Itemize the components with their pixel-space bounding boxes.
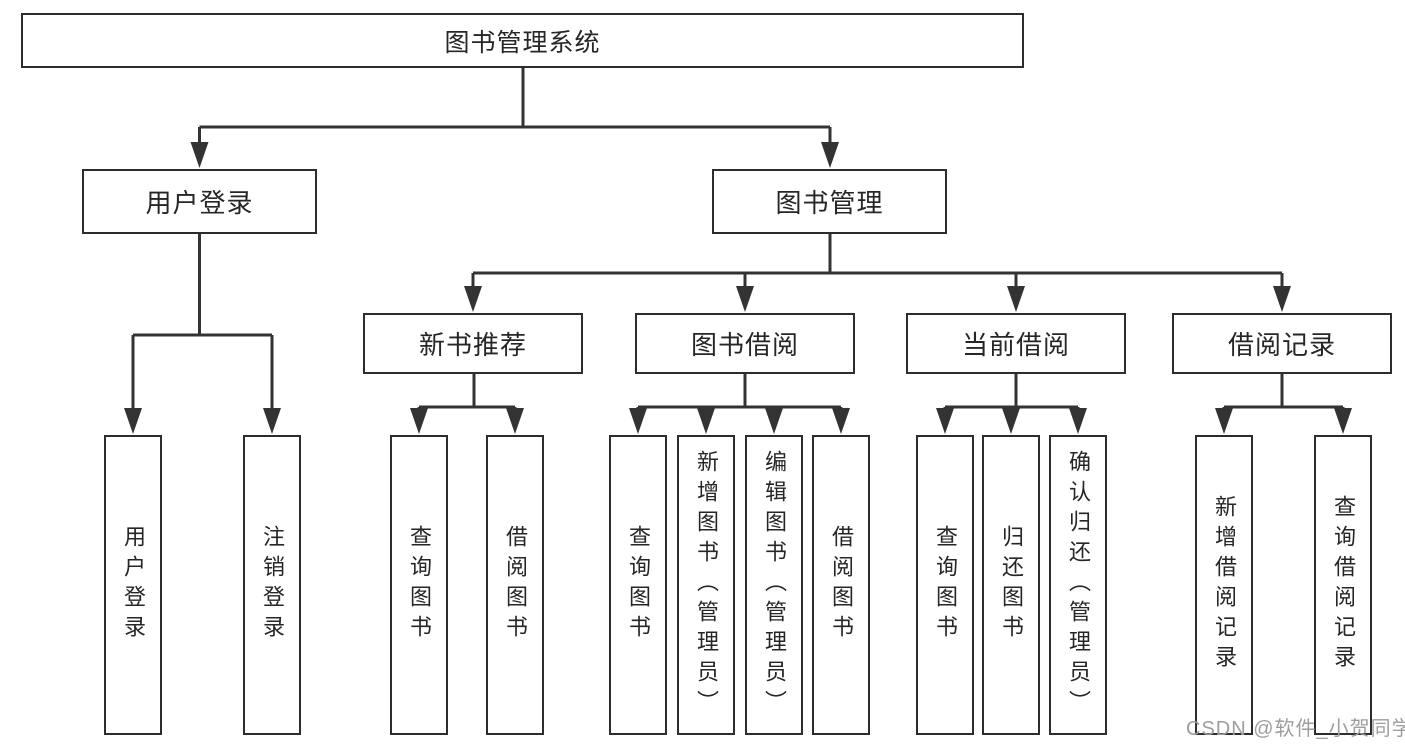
leaf-query-books-1: 查询图书 — [390, 435, 448, 735]
leaf-add-borrow-record: 新增借阅记录 — [1195, 435, 1253, 735]
node-user-login: 用户登录 — [82, 169, 317, 234]
leaf-query-borrow-record: 查询借阅记录 — [1314, 435, 1372, 735]
leaf-confirm-return-admin: 确认归还（管理员） — [1049, 435, 1107, 735]
arrowheads — [124, 142, 1352, 434]
leaf-borrow-books-2: 借阅图书 — [812, 435, 870, 735]
node-current-borrow: 当前借阅 — [906, 313, 1126, 374]
leaf-edit-book-admin: 编辑图书（管理员） — [745, 435, 803, 735]
leaf-query-books-3: 查询图书 — [916, 435, 974, 735]
leaf-return-book: 归还图书 — [982, 435, 1040, 735]
node-book-management: 图书管理 — [712, 169, 947, 234]
csdn-watermark: CSDN @软件_小贺同学 — [1186, 718, 1405, 740]
node-root: 图书管理系统 — [21, 13, 1024, 68]
leaf-user-login: 用户登录 — [104, 435, 162, 735]
leaf-query-books-2: 查询图书 — [609, 435, 667, 735]
leaf-logout: 注销登录 — [243, 435, 301, 735]
node-borrow-records: 借阅记录 — [1172, 313, 1392, 374]
node-new-book-recommend: 新书推荐 — [363, 313, 583, 374]
leaf-borrow-books-1: 借阅图书 — [486, 435, 544, 735]
node-book-borrow: 图书借阅 — [635, 313, 855, 374]
leaf-add-book-admin: 新增图书（管理员） — [677, 435, 735, 735]
